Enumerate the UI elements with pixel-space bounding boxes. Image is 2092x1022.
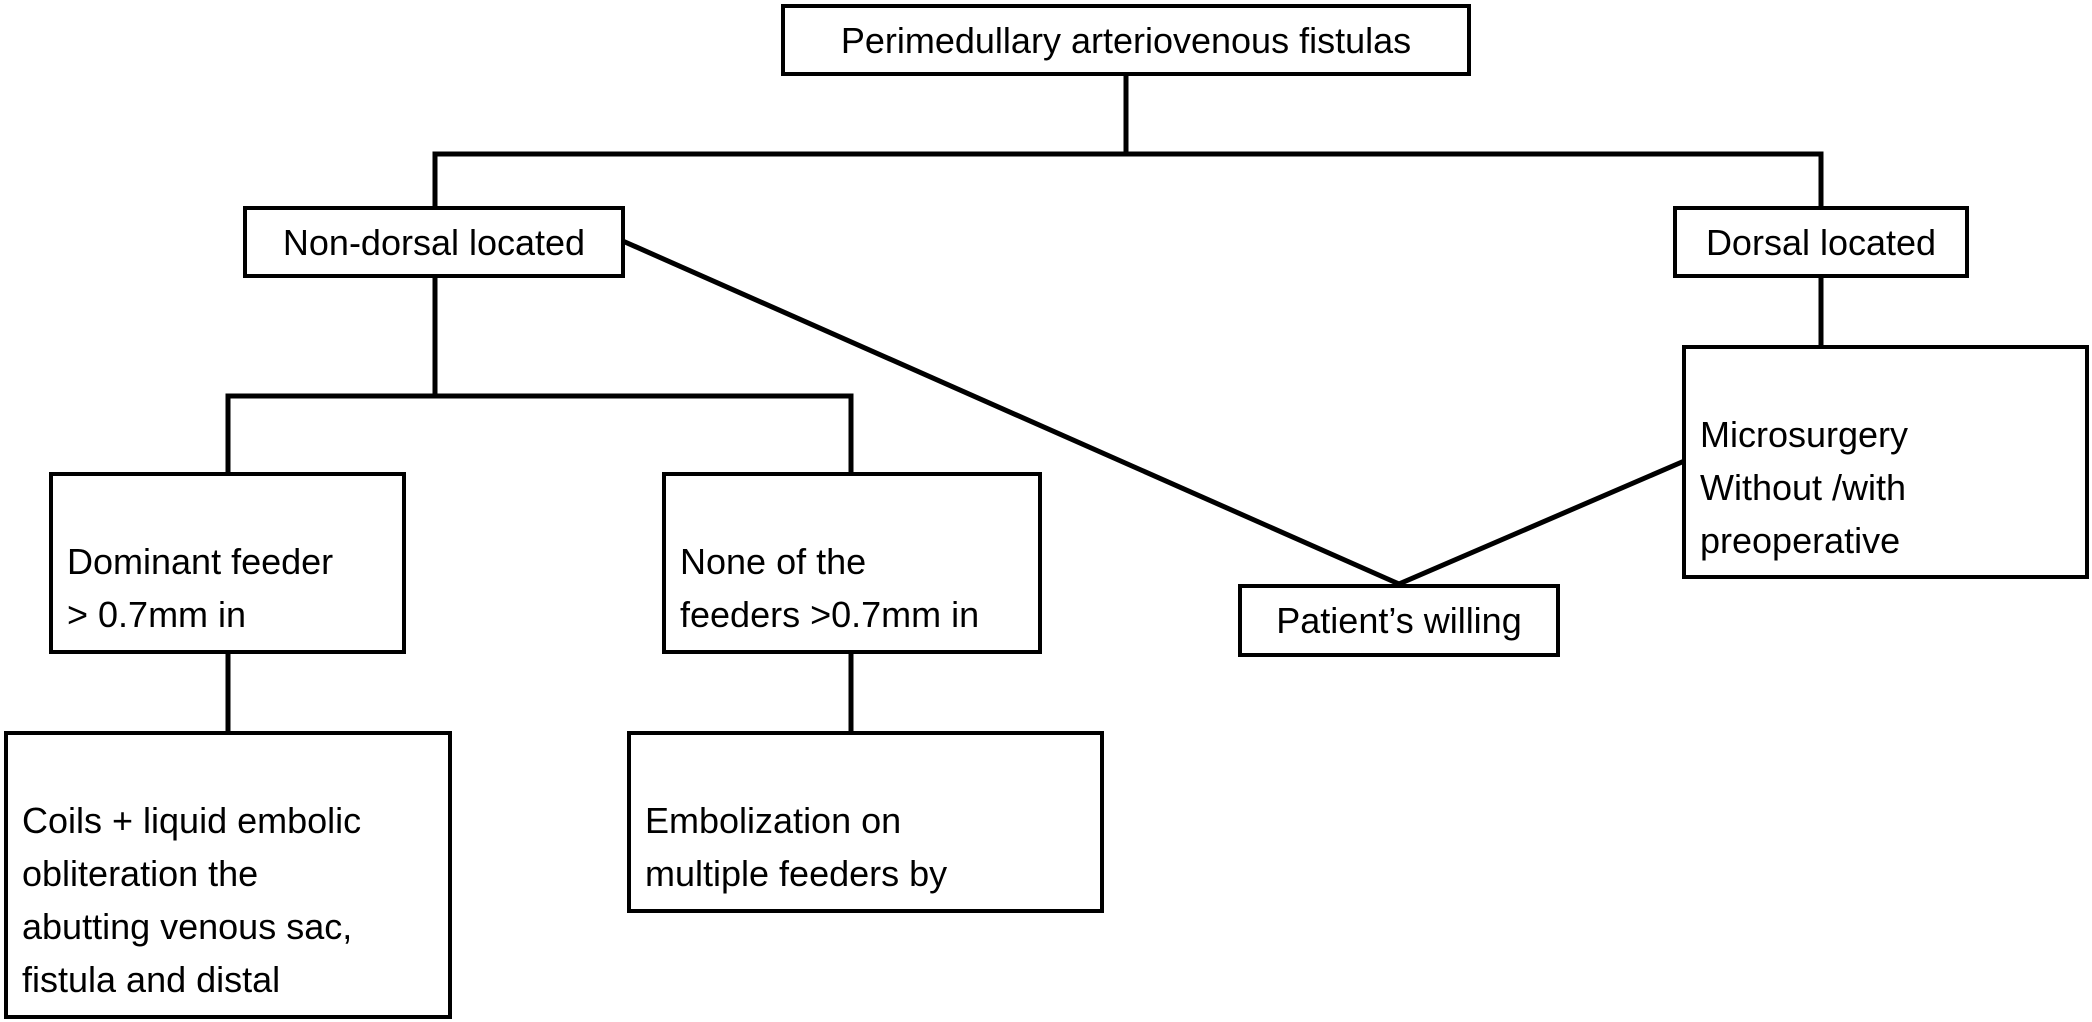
node-non-dorsal-located: Non-dorsal located	[243, 206, 625, 278]
node-label: None of the feeders >0.7mm in diameter	[680, 541, 980, 650]
node-perimedullary-avf: Perimedullary arteriovenous fistulas	[781, 4, 1471, 76]
node-microsurgery: Microsurgery Without /with preoperative …	[1682, 345, 2089, 579]
node-embolization-multiple-feeders: Embolization on multiple feeders by liqu…	[627, 731, 1104, 913]
node-label: Microsurgery Without /with preoperative …	[1700, 414, 1909, 575]
node-label: Patient’s willing	[1276, 600, 1522, 641]
node-dominant-feeder: Dominant feeder > 0.7mm in diameter	[49, 472, 406, 654]
node-none-of-feeders: None of the feeders >0.7mm in diameter	[662, 472, 1042, 654]
node-label: Perimedullary arteriovenous fistulas	[840, 19, 1412, 61]
node-dorsal-located: Dorsal located	[1673, 206, 1969, 278]
node-label: Dominant feeder > 0.7mm in diameter	[67, 541, 334, 650]
node-label: Dorsal located	[1705, 221, 1937, 263]
connector-microsurgery-to-willing	[1395, 458, 1686, 588]
node-label: Embolization on multiple feeders by liqu…	[645, 800, 948, 909]
connector-non-dorsal-to-willing	[621, 238, 1403, 588]
node-patients-willing: Patient’s willing	[1238, 584, 1560, 657]
node-label: Non-dorsal located	[282, 221, 586, 263]
node-coils-liquid-embolic: Coils + liquid embolic obliteration the …	[4, 731, 452, 1019]
node-label: Coils + liquid embolic obliteration the …	[22, 800, 362, 1015]
